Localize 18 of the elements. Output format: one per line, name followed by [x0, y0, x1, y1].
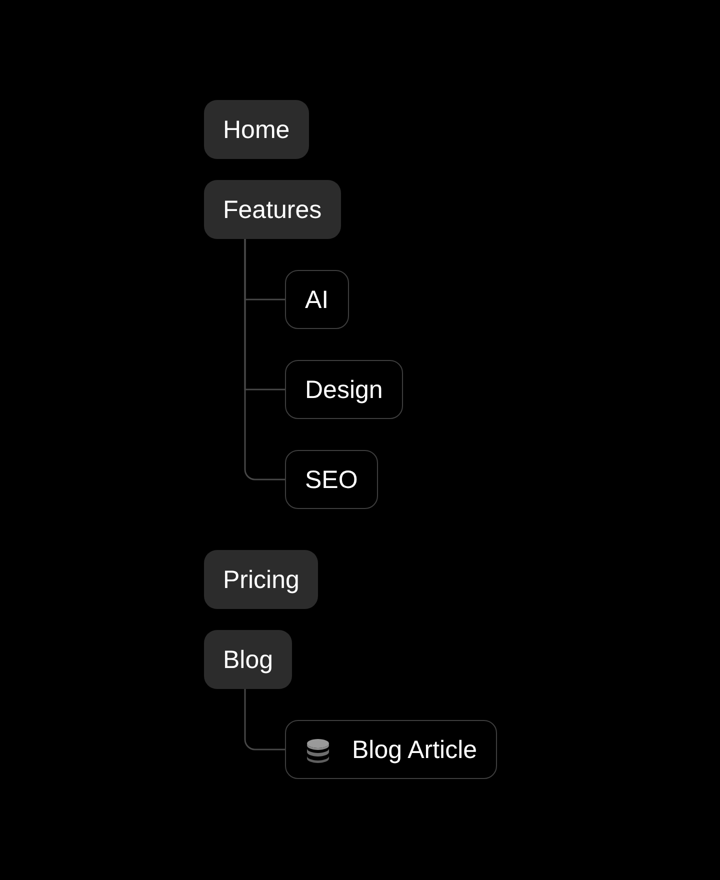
page-label: SEO [305, 464, 358, 494]
sub-page-box [285, 270, 349, 329]
page-label: Pricing [223, 564, 300, 594]
page-box [204, 630, 292, 689]
sub-page-box [285, 450, 378, 509]
page-box [204, 550, 318, 609]
connector-line [244, 689, 285, 750]
page-label: Home [223, 114, 290, 144]
page-label: Features [223, 194, 322, 224]
sub-page-box [285, 360, 403, 419]
page-label: Design [305, 374, 383, 404]
connector-line [244, 239, 285, 480]
page-label: AI [305, 284, 329, 314]
sub-page-box [285, 720, 498, 779]
page-label: Blog Article [352, 734, 478, 764]
page-label: Blog [223, 644, 274, 674]
page-box [204, 180, 341, 239]
page-box [204, 100, 309, 159]
